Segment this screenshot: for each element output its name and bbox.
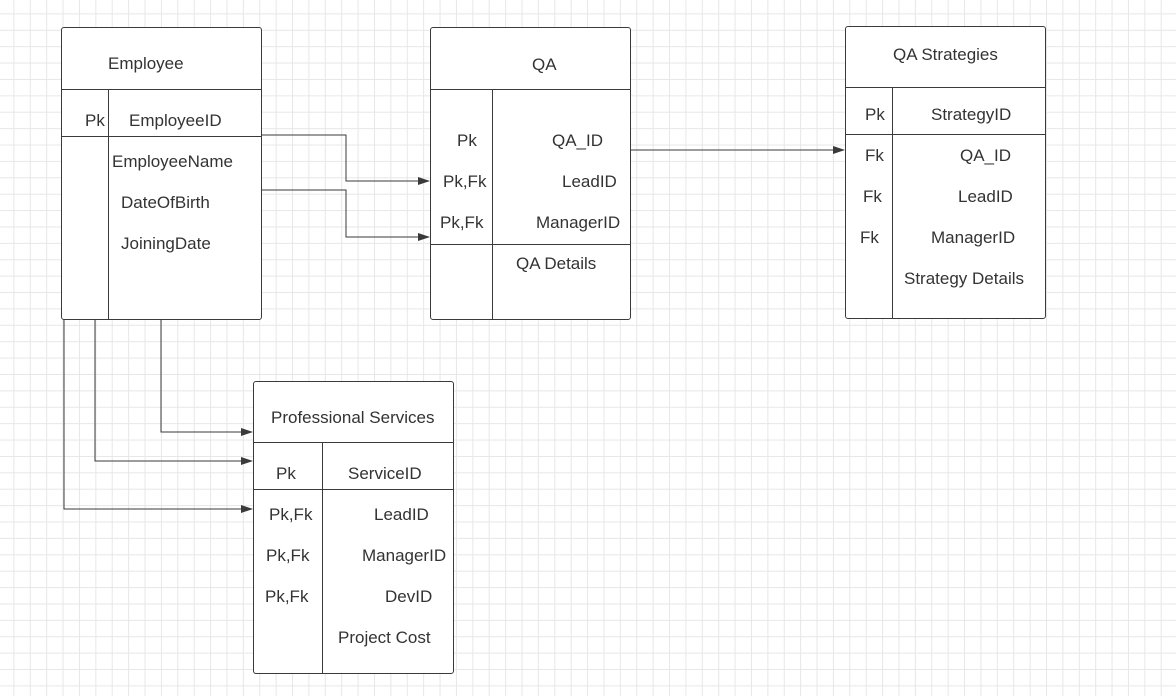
qa-column-divider	[492, 89, 493, 319]
qa-strategies-header-divider	[846, 87, 1045, 88]
employee-column-divider	[108, 89, 109, 319]
professional-services-row-marker-3: Pk,Fk	[265, 587, 309, 606]
qa-strategies-row-marker-3: Fk	[860, 228, 879, 247]
professional-services-details: Project Cost	[338, 628, 431, 647]
professional-services-row-field-1: LeadID	[374, 505, 429, 524]
qa-header-divider	[431, 89, 630, 90]
entity-employee[interactable]: Employee Pk EmployeeID EmployeeName Date…	[61, 27, 262, 320]
qa-keys-divider	[431, 244, 630, 245]
qa-key-field-1: QA_ID	[552, 131, 604, 150]
employee-pk-marker: Pk	[85, 111, 105, 130]
entity-qa-strategies[interactable]: QA Strategies Pk StrategyID Fk QA_ID Fk …	[845, 26, 1046, 319]
entity-professional-services[interactable]: Professional Services Pk ServiceID Pk,Fk…	[253, 381, 454, 674]
professional-services-row-field-3: DevID	[385, 587, 433, 606]
employee-field-dateofbirth: DateOfBirth	[121, 193, 210, 212]
connector-employee-to-qa-managerid	[262, 189, 430, 241]
professional-services-header-divider	[254, 442, 453, 443]
professional-services-title: Professional Services	[271, 408, 435, 427]
qa-strategies-column-divider	[892, 87, 893, 318]
qa-title: QA	[532, 55, 557, 74]
employee-header-divider	[62, 89, 261, 90]
qa-strategies-title: QA Strategies	[893, 45, 998, 64]
qa-key-marker-2: Pk,Fk	[443, 172, 487, 191]
employee-pk-field: EmployeeID	[129, 111, 222, 130]
professional-services-row-marker-1: Pk,Fk	[269, 505, 313, 524]
entity-qa[interactable]: QA Pk QA_ID Pk,Fk LeadID Pk,Fk ManagerID…	[430, 27, 631, 320]
qa-strategies-row-field-3: ManagerID	[931, 228, 1016, 247]
qa-strategies-pk-divider	[846, 134, 1045, 135]
qa-strategies-row-field-1: QA_ID	[960, 146, 1012, 165]
connector-employee-to-professional-services-2	[94, 320, 253, 465]
qa-strategies-details: Strategy Details	[904, 269, 1024, 288]
qa-strategies-pk-marker: Pk	[865, 105, 885, 124]
employee-pk-divider	[62, 136, 261, 137]
professional-services-pk-divider	[254, 489, 453, 490]
qa-strategies-row-field-2: LeadID	[958, 187, 1013, 206]
qa-strategies-row-marker-2: Fk	[863, 187, 882, 206]
professional-services-row-field-2: ManagerID	[362, 546, 447, 565]
employee-field-employeename: EmployeeName	[112, 152, 233, 171]
qa-strategies-row-marker-1: Fk	[865, 146, 884, 165]
professional-services-column-divider	[322, 442, 323, 673]
qa-key-marker-3: Pk,Fk	[440, 213, 484, 232]
professional-services-pk-field: ServiceID	[348, 464, 422, 483]
qa-key-field-2: LeadID	[562, 172, 617, 191]
qa-strategies-pk-field: StrategyID	[931, 105, 1012, 124]
connector-employee-to-qa-leadid	[262, 134, 430, 185]
connector-employee-to-professional-services-1	[160, 320, 253, 436]
qa-details: QA Details	[516, 254, 597, 273]
qa-key-field-3: ManagerID	[536, 213, 621, 232]
professional-services-row-marker-2: Pk,Fk	[266, 546, 310, 565]
connector-employee-to-professional-services-3	[63, 320, 253, 513]
professional-services-pk-marker: Pk	[276, 464, 296, 483]
employee-field-joiningdate: JoiningDate	[121, 234, 211, 253]
employee-title: Employee	[108, 54, 184, 73]
qa-key-marker-1: Pk	[457, 131, 477, 150]
